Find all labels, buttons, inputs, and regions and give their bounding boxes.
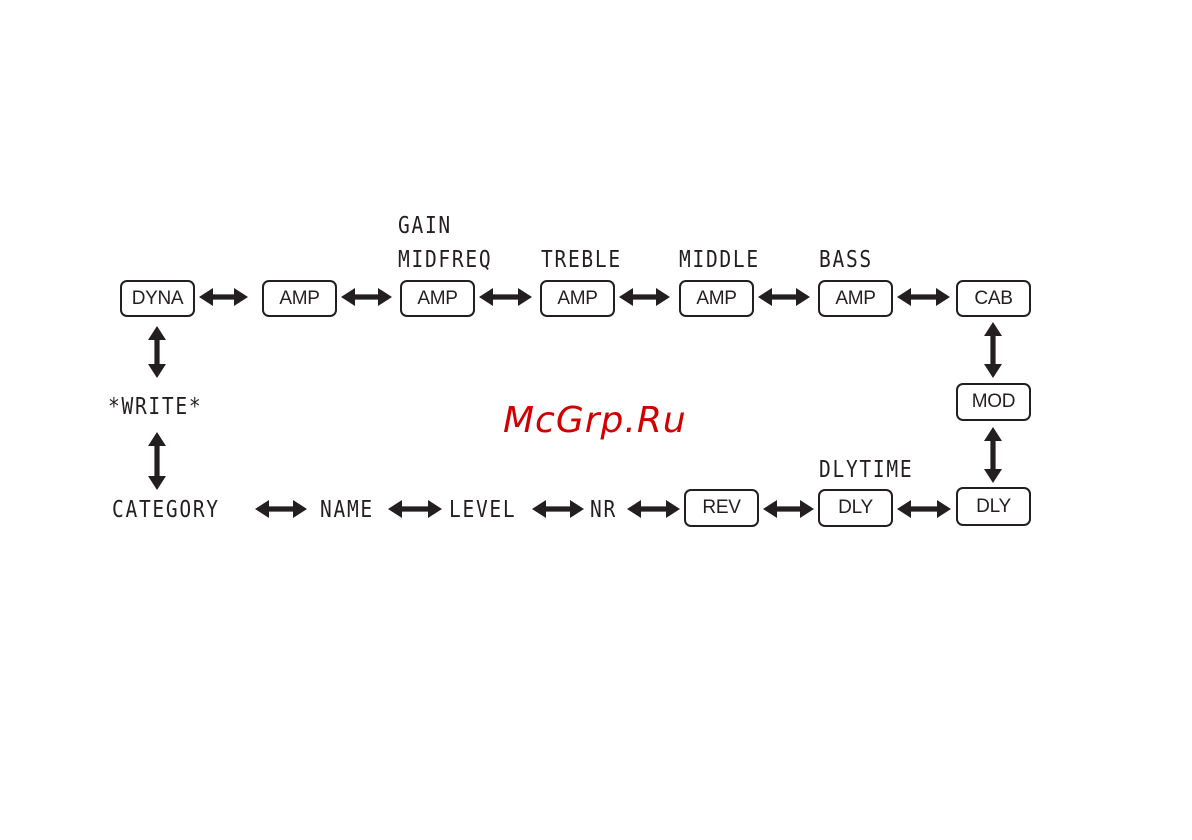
lcd-nr: NR	[590, 497, 617, 523]
amp-key-2: AMP	[400, 280, 475, 317]
amp-key-4: AMP	[679, 280, 754, 317]
double-arrow-15	[984, 322, 1002, 378]
double-arrow-8	[388, 500, 442, 518]
double-arrow-16	[984, 427, 1002, 483]
double-arrow-2	[341, 288, 392, 306]
lcd-gain: GAIN	[398, 213, 452, 239]
lcd-dlytime: DLYTIME	[819, 457, 913, 483]
amp-key-3: AMP	[540, 280, 615, 317]
cab-key: CAB	[956, 280, 1031, 317]
dyna-key: DYNA	[120, 280, 195, 317]
double-arrow-9	[532, 500, 584, 518]
rev-key: REV	[684, 489, 759, 527]
lcd-treble: TREBLE	[541, 247, 622, 273]
double-arrow-7	[255, 500, 307, 518]
dly-key-right: DLY	[956, 487, 1031, 526]
double-arrow-13	[148, 326, 166, 378]
lcd-write: *WRITE*	[108, 394, 202, 420]
amp-key-1: AMP	[262, 280, 337, 317]
double-arrow-11	[763, 500, 814, 518]
lcd-middle: MIDDLE	[679, 247, 760, 273]
double-arrow-5	[758, 288, 810, 306]
double-arrow-1	[199, 288, 248, 306]
dly-key-bottom: DLY	[818, 489, 893, 527]
double-arrow-10	[627, 500, 680, 518]
double-arrow-3	[479, 288, 532, 306]
amp-key-5: AMP	[818, 280, 893, 317]
lcd-midfreq: MIDFREQ	[398, 247, 492, 273]
double-arrow-6	[897, 288, 950, 306]
lcd-category: CATEGORY	[112, 497, 220, 523]
double-arrow-14	[148, 432, 166, 490]
watermark: McGrp.Ru	[503, 400, 687, 441]
mod-key: MOD	[956, 383, 1031, 421]
lcd-bass: BASS	[819, 247, 873, 273]
double-arrow-4	[619, 288, 670, 306]
double-arrow-12	[897, 500, 951, 518]
lcd-level: LEVEL	[449, 497, 516, 523]
lcd-name: NAME	[320, 497, 374, 523]
